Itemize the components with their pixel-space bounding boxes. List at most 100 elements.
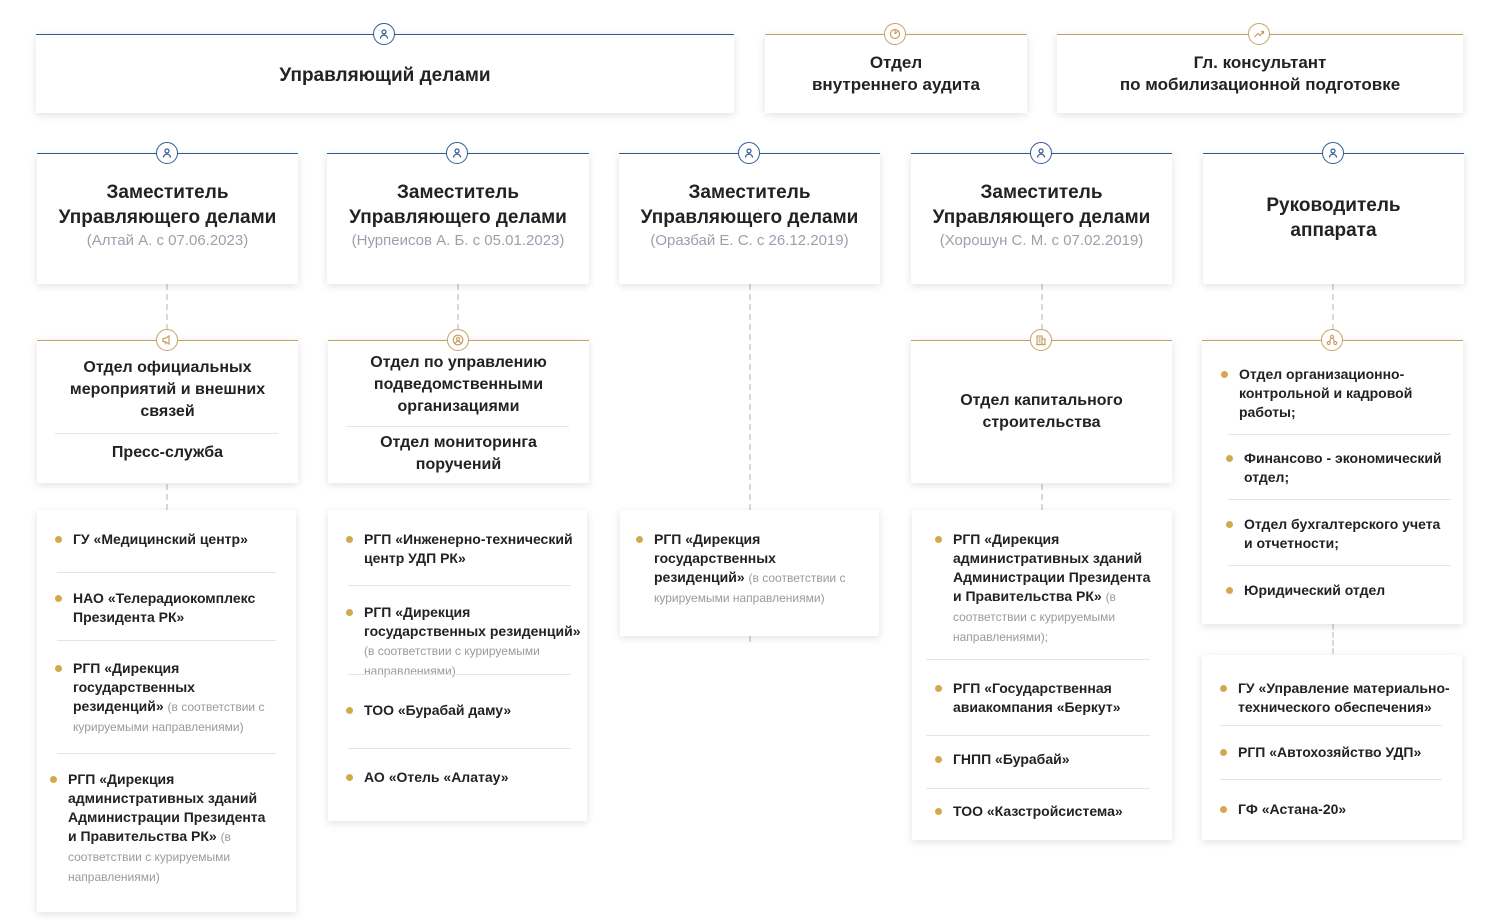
deputy-title: Заместитель Управляющего делами (Хорошун… — [911, 180, 1172, 252]
connector-line — [1041, 284, 1043, 340]
user-icon — [1029, 142, 1052, 164]
org-item: ГНПП «Бурабай» — [935, 750, 1153, 769]
bullet — [346, 774, 353, 781]
bullet — [346, 609, 353, 616]
deputy-name: (Оразбай Е. С. с 26.12.2019) — [650, 232, 849, 249]
org-card-2[interactable]: РГП «Инженерно-технический центр УДП РК»… — [328, 510, 587, 821]
divider — [57, 640, 276, 641]
dept-title: Отдел мониторинга поручений — [380, 434, 537, 473]
connector-line — [1332, 284, 1334, 340]
org-item: РГП «Дирекция административных зданий Ад… — [935, 530, 1153, 647]
org-card-5[interactable]: ГУ «Управление материально-технического … — [1202, 655, 1462, 840]
user-icon — [373, 23, 395, 45]
dept-card-1[interactable]: Отдел официальных мероприятий и внешних … — [37, 329, 298, 483]
org-item: ГУ «Медицинский центр» — [55, 530, 283, 549]
dept-card-4[interactable]: Отдел капитального строительства — [911, 329, 1172, 483]
deputy-title: Заместитель Управляющего делами (Оразбай… — [619, 180, 880, 252]
org-item: ГУ «Управление материально-технического … — [1220, 679, 1453, 717]
dept-title: Отдел капитального строительства — [960, 392, 1123, 431]
bullet — [1226, 587, 1233, 594]
mobilization-title: Гл. консультант по мобилизационной подго… — [1119, 53, 1401, 94]
hierarchy-icon — [1320, 329, 1343, 351]
connector-line — [749, 636, 751, 642]
org-item: РГП «Дирекция государственных резиденций… — [636, 530, 869, 608]
bullet — [1226, 455, 1233, 462]
org-card-3[interactable]: РГП «Дирекция государственных резиденций… — [620, 510, 879, 636]
divider — [57, 753, 276, 754]
user-circle-icon — [446, 329, 469, 351]
connector-line — [749, 284, 751, 510]
user-icon — [155, 142, 178, 164]
org-item: РГП «Дирекция административных зданий Ад… — [50, 770, 273, 887]
deputy-name: (Хорошун С. М. с 07.02.2019) — [939, 232, 1144, 249]
megaphone-icon — [155, 329, 178, 351]
head-title: Управляющий делами — [279, 65, 491, 86]
divider — [57, 572, 276, 573]
user-icon — [446, 142, 468, 164]
bullet — [346, 707, 353, 714]
bullet — [1226, 521, 1233, 528]
bullet — [55, 536, 62, 543]
org-item: ГФ «Астана-20» — [1220, 800, 1453, 819]
divider — [926, 659, 1150, 660]
deputy-card-2[interactable]: Заместитель Управляющего делами (Нурпеис… — [327, 142, 589, 284]
user-icon — [737, 142, 760, 164]
audit-card[interactable]: Отдел внутреннего аудита — [765, 23, 1027, 113]
divider — [346, 426, 569, 427]
bullet — [50, 776, 57, 783]
org-item: НАО «Телерадиокомплекс Президента РК» — [55, 589, 273, 627]
dept-card-2[interactable]: Отдел по управлению подведомственными ор… — [328, 329, 589, 483]
bullet — [1220, 749, 1227, 756]
divider — [1220, 779, 1442, 780]
bullet — [935, 685, 942, 692]
deputy-title: Заместитель Управляющего делами (Нурпеис… — [327, 180, 589, 252]
org-item: АО «Отель «Алатау» — [346, 768, 579, 787]
divider — [55, 433, 278, 434]
org-item: РГП «Государственная авиакомпания «Берку… — [935, 679, 1153, 717]
dept-list-item: Финансово - экономический отдел; — [1226, 449, 1449, 487]
divider — [1220, 725, 1442, 726]
connector-line — [166, 484, 168, 510]
org-item: РГП «Дирекция государственных резиденций… — [346, 603, 586, 681]
dept-title: Пресс-служба — [111, 444, 224, 461]
mobilization-card[interactable]: Гл. консультант по мобилизационной подго… — [1057, 23, 1463, 113]
divider — [1228, 434, 1451, 435]
divider — [926, 788, 1150, 789]
chief-title: Руководитель аппарата — [1266, 195, 1401, 241]
org-item: РГП «Дирекция государственных резиденций… — [55, 659, 271, 737]
audit-title: Отдел внутреннего аудита — [811, 53, 980, 94]
head-card[interactable]: Управляющий делами — [36, 23, 734, 113]
user-icon — [1321, 142, 1344, 164]
deputy-name: (Алтай А. с 07.06.2023) — [86, 232, 249, 249]
deputy-card-3[interactable]: Заместитель Управляющего делами (Оразбай… — [619, 142, 880, 284]
dept-list-item: Отдел организационно-контрольной и кадро… — [1221, 365, 1439, 422]
dept-card-5[interactable]: Отдел организационно-контрольной и кадро… — [1202, 329, 1463, 624]
chart-icon — [884, 23, 906, 45]
org-card-4[interactable]: РГП «Дирекция административных зданий Ад… — [912, 510, 1172, 840]
connector-line — [166, 284, 168, 340]
connector-line — [1041, 484, 1043, 510]
dept-title: Отдел официальных мероприятий и внешних … — [69, 359, 266, 420]
chief-of-staff-card[interactable]: Руководитель аппарата — [1203, 142, 1464, 284]
dept-list-item: Юридический отдел — [1226, 581, 1449, 600]
bullet — [1220, 685, 1227, 692]
deputy-card-1[interactable]: Заместитель Управляющего делами (Алтай А… — [37, 142, 298, 284]
divider — [348, 748, 571, 749]
org-item: ТОО «Бурабай даму» — [346, 701, 579, 720]
bullet — [346, 536, 353, 543]
bullet — [935, 536, 942, 543]
dept-title: Отдел по управлению подведомственными ор… — [370, 354, 547, 415]
divider — [926, 735, 1150, 736]
bullet — [1221, 371, 1228, 378]
divider — [1228, 565, 1451, 566]
building-icon — [1029, 329, 1052, 351]
divider — [348, 585, 571, 586]
trend-up-icon — [1248, 23, 1270, 45]
org-card-1[interactable]: ГУ «Медицинский центр» НАО «Телерадиоком… — [37, 510, 296, 912]
org-item: ТОО «Казстройсистема» — [935, 802, 1153, 821]
divider — [1228, 499, 1451, 500]
dept-list-item: Отдел бухгалтерского учета и отчетности; — [1226, 515, 1449, 553]
deputy-card-4[interactable]: Заместитель Управляющего делами (Хорошун… — [911, 142, 1172, 284]
divider — [348, 674, 571, 675]
bullet — [1220, 806, 1227, 813]
